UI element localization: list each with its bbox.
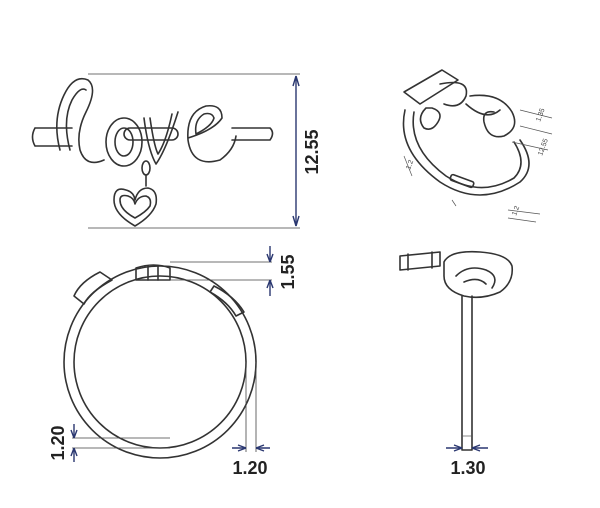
- iso-loop: [439, 81, 468, 107]
- iso-aux-lines: [403, 155, 457, 207]
- letter-l-inner: [65, 88, 87, 151]
- left-letter-protrusion: [73, 271, 113, 305]
- front-view: 12.55: [31, 73, 322, 229]
- top-plate: [135, 264, 171, 281]
- heart-charm-outer: [113, 187, 158, 227]
- bottom-thickness-extension: [245, 362, 257, 452]
- side-letter-shape: [443, 250, 514, 299]
- iso-plate: [403, 69, 459, 105]
- side-letter-inner: [455, 267, 496, 289]
- iso-dimension-lines: [507, 109, 553, 223]
- top-thickness-arrows: [266, 253, 274, 289]
- letter-e-inner: [194, 112, 215, 135]
- height-arrowheads: [292, 75, 300, 227]
- iso-band-outer: [402, 109, 530, 196]
- top-thickness-label: 1.55: [278, 254, 298, 289]
- iso-label-2: 12.55: [537, 138, 550, 157]
- iso-heart-charm: [419, 107, 441, 130]
- height-dimension-label: 12.55: [302, 129, 322, 174]
- iso-band-inner: [412, 111, 522, 189]
- left-thickness-label: 1.20: [48, 425, 68, 460]
- brand-logo-plate: [123, 127, 179, 141]
- bottom-thickness-arrows: [237, 444, 265, 452]
- side-width-label: 1.30: [450, 458, 485, 478]
- letter-o-inner: [114, 127, 134, 157]
- letter-v-inner: [149, 113, 173, 155]
- iso-letter-detail: [465, 103, 501, 116]
- charm-loop: [141, 160, 151, 176]
- iso-label-4: 1.2: [405, 159, 415, 171]
- end-view: 1.55 1.20 1.20: [48, 246, 298, 478]
- isometric-view: 1.35 12.55 1.2 1.2: [402, 69, 553, 223]
- iso-letter-e: [469, 94, 516, 138]
- height-extension-lines: [88, 73, 300, 229]
- iso-label-1: 1.35: [535, 107, 546, 122]
- iso-logo-plate: [449, 173, 475, 189]
- letter-e: [187, 104, 237, 163]
- side-band: [461, 295, 473, 451]
- side-width-arrows: [453, 444, 481, 452]
- right-letter-protrusion: [209, 285, 245, 317]
- top-thickness-extension: [170, 261, 272, 281]
- letter-o-outer: [105, 117, 143, 167]
- letter-v: [143, 111, 179, 165]
- iso-label-3: 1.2: [511, 205, 521, 217]
- side-plate: [399, 251, 441, 271]
- top-plate-detail: [147, 265, 159, 281]
- ring-inner-circle: [73, 275, 247, 449]
- side-view: 1.30: [399, 250, 514, 478]
- letter-l: [56, 77, 105, 164]
- heart-charm-inner: [119, 194, 152, 219]
- bottom-thickness-label: 1.20: [232, 458, 267, 478]
- side-plate-detail: [407, 251, 433, 271]
- left-thickness-arrows: [70, 429, 78, 457]
- left-thickness-extension: [72, 437, 170, 449]
- band-right-tail: [231, 127, 274, 141]
